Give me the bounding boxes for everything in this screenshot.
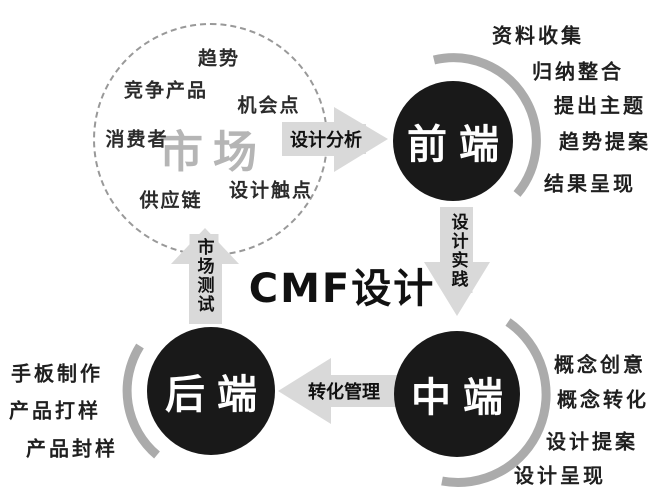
middle-stage-item: 设计呈现: [514, 463, 606, 488]
front-stage-label: 前端: [407, 122, 511, 168]
market-keyword-competing-products: 竞争产品: [123, 79, 209, 102]
front-stage-item: 资料收集: [492, 23, 584, 48]
front-stage-arc: [432, 53, 541, 197]
design-practice-arrow-label: 设计实践: [443, 209, 473, 293]
middle-stage-node: 中端: [394, 331, 520, 457]
back-stage-item: 产品封样: [26, 436, 118, 461]
back-stage-item: 手板制作: [11, 361, 103, 386]
market-keyword-consumers: 消费者: [105, 128, 169, 151]
middle-stage-item: 设计提案: [546, 429, 638, 454]
front-stage-item: 归纳整合: [532, 59, 624, 84]
middle-stage-label: 中端: [411, 375, 515, 421]
middle-stage-arc: [441, 318, 551, 487]
diagram-title: CMF设计: [248, 266, 436, 312]
market-keyword-supply-chain: 供应链: [139, 189, 203, 212]
back-stage-arc: [122, 343, 160, 459]
market-testing-arrow-label: 市场测试: [189, 234, 219, 318]
front-stage-item: 提出主题: [554, 93, 646, 118]
middle-stage-item: 概念创意: [554, 352, 646, 377]
middle-stage-item: 概念转化: [557, 387, 649, 412]
market-keyword-opportunity-points: 机会点: [237, 94, 301, 117]
design-analysis-arrow-label: 设计分析: [286, 124, 366, 154]
market-keyword-trend: 趋势: [197, 47, 241, 70]
transformation-management-arrow-label: 转化管理: [304, 376, 384, 406]
front-stage-node: 前端: [393, 81, 513, 201]
back-stage-label: 后端: [165, 372, 269, 418]
market-label: 市场: [159, 127, 267, 178]
market-keyword-design-touchpoints: 设计触点: [228, 179, 314, 202]
front-stage-item: 结果呈现: [544, 171, 636, 196]
back-stage-item: 产品打样: [9, 398, 101, 423]
front-stage-item: 趋势提案: [559, 129, 651, 154]
back-stage-node: 后端: [147, 327, 275, 455]
